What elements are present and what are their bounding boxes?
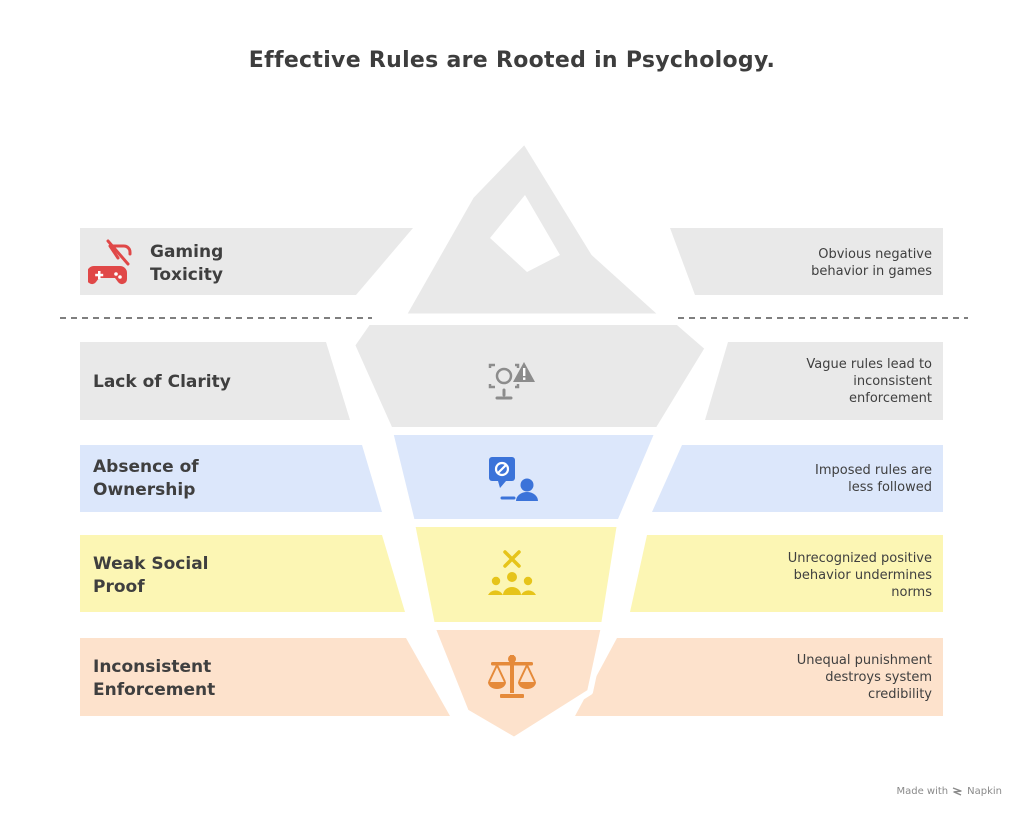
napkin-brand-text: Napkin <box>967 786 1002 797</box>
iceberg-segment-enforcement <box>429 624 607 743</box>
band-right-absence-of-ownership <box>652 445 943 512</box>
band-right-inconsistent-enforcement <box>575 638 943 716</box>
layer-description-lack-of-clarity: Vague rules lead to inconsistent enforce… <box>806 357 932 406</box>
layer-label-weak-social-proof: Weak Social Proof <box>93 554 209 597</box>
unclear-warning-icon <box>488 362 535 400</box>
layer-label-gaming-toxicity: Gaming Toxicity <box>150 242 224 285</box>
layer-label-lack-of-clarity: Lack of Clarity <box>93 372 231 392</box>
band-right-lack-of-clarity <box>705 342 943 420</box>
band-left-weak-social-proof <box>80 535 405 612</box>
band-left-inconsistent-enforcement <box>80 638 450 716</box>
diagram-title: Effective Rules are Rooted in Psychology… <box>248 48 776 73</box>
side-bands <box>80 228 943 716</box>
band-left-gaming-toxicity <box>80 228 413 295</box>
imposed-rule-icon <box>489 457 538 501</box>
layer-description-gaming-toxicity: Obvious negative behavior in games <box>811 247 932 279</box>
band-right-gaming-toxicity <box>670 228 943 295</box>
group-cross-icon <box>488 550 536 595</box>
band-left-lack-of-clarity <box>80 342 350 420</box>
layer-description-weak-social-proof: Unrecognized positive behavior undermine… <box>787 551 932 600</box>
layer-description-absence-of-ownership: Imposed rules are less followed <box>815 463 932 495</box>
layer-label-inconsistent-enforcement: Inconsistent Enforcement <box>93 657 216 700</box>
iceberg-tip-highlight <box>490 195 560 272</box>
layer-label-absence-of-ownership: Absence of Ownership <box>93 457 199 500</box>
layer-description-inconsistent-enforcement: Unequal punishment destroys system credi… <box>796 653 932 702</box>
napkin-watermark: Made with Napkin <box>896 786 1002 797</box>
napkin-logo-icon <box>952 787 962 796</box>
band-right-weak-social-proof <box>630 535 943 612</box>
band-left-absence-of-ownership <box>80 445 382 512</box>
scales-icon <box>488 655 536 698</box>
made-with-text: Made with <box>896 786 949 797</box>
gamepad-off-icon <box>88 239 132 284</box>
